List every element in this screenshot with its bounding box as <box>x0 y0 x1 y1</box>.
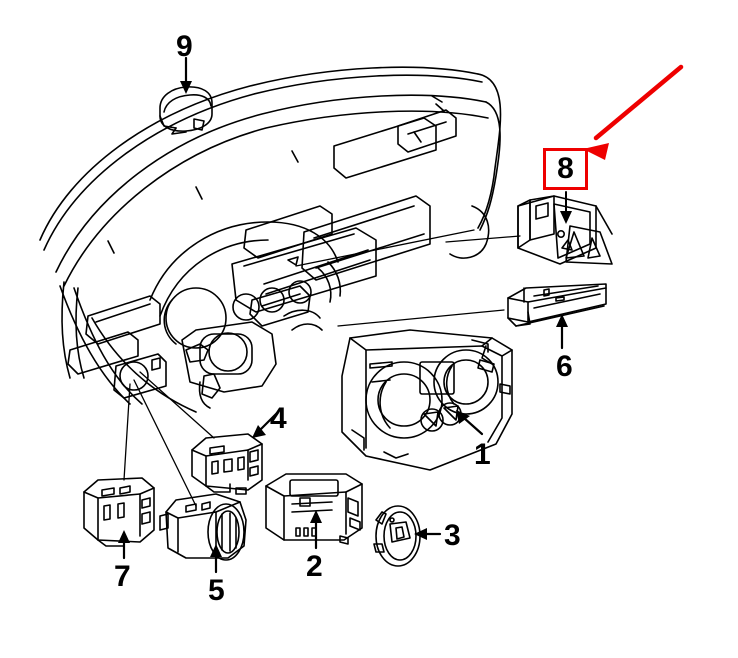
callout-label-3: 3 <box>444 519 461 552</box>
callout-label-2: 2 <box>306 550 323 583</box>
part-2-control-module <box>265 473 363 545</box>
callout-label-8: 8 <box>557 152 574 185</box>
part-4-rocker-switch <box>191 433 263 495</box>
callout-label-7: 7 <box>114 560 131 593</box>
callout-label-1: 1 <box>474 438 491 471</box>
callout-label-5: 5 <box>208 574 225 607</box>
part-1-instrument-cluster <box>341 329 513 471</box>
part-6-switch-strip <box>507 283 607 327</box>
callout-label-6: 6 <box>556 350 573 383</box>
callout-label-4: 4 <box>270 402 287 435</box>
part-5-rotary-knob <box>159 493 247 561</box>
red-highlight-arrow <box>583 64 684 160</box>
part-8-headlight-switch <box>517 195 613 265</box>
callout-label-9: 9 <box>176 30 193 63</box>
dashboard-outline <box>39 66 502 413</box>
highlighted-callout-box-8: 8 <box>543 148 588 190</box>
leader-lines <box>123 229 521 507</box>
callout-arrows <box>118 56 572 574</box>
part-9-roof-button <box>159 86 213 135</box>
part-7-square-switch <box>83 477 155 547</box>
part-3-round-cap <box>373 505 421 567</box>
